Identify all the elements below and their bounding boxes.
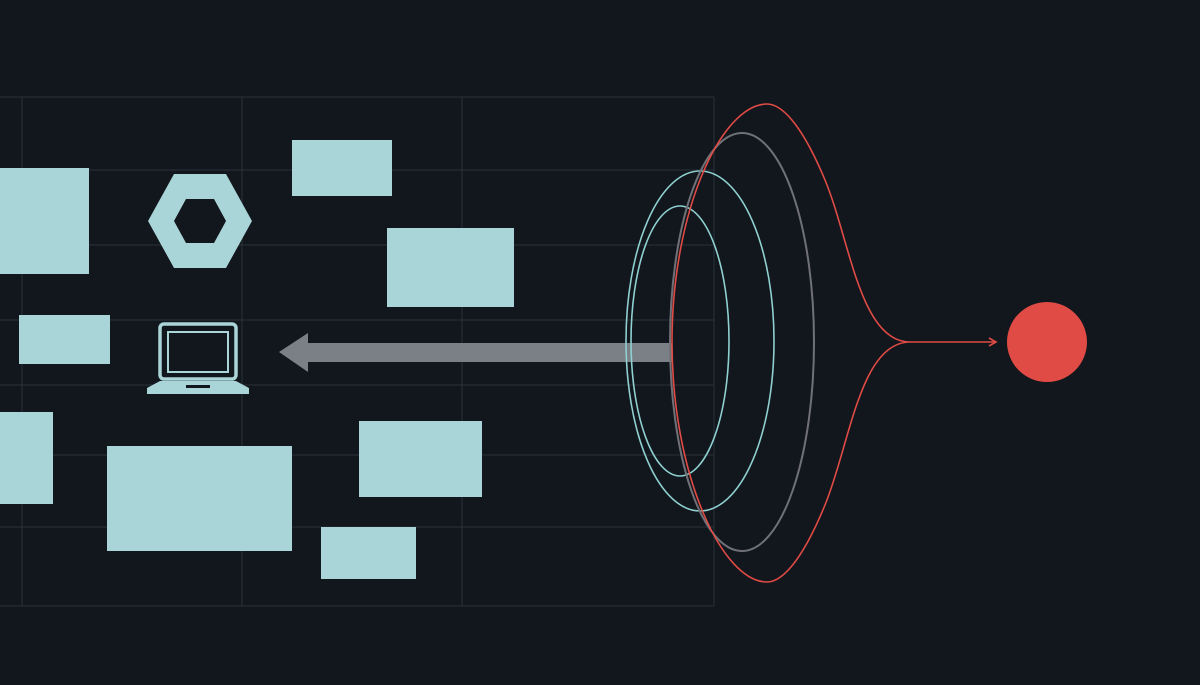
block (321, 527, 416, 579)
circle-icon (1007, 302, 1087, 382)
ring-inner-cyan (630, 205, 730, 477)
block (0, 412, 53, 504)
ring-gray (669, 132, 815, 552)
blocks (0, 140, 514, 579)
laptop-icon (147, 322, 249, 394)
block (107, 446, 292, 551)
block (359, 421, 482, 497)
block (387, 228, 514, 307)
arrow-left-icon (279, 333, 672, 372)
block (19, 315, 110, 364)
red-funnel-line (671, 103, 998, 583)
hexagon-icon (148, 174, 252, 268)
ring-outer-cyan (625, 170, 775, 512)
funnel-rings (625, 132, 815, 552)
block (292, 140, 392, 196)
block (0, 168, 89, 274)
